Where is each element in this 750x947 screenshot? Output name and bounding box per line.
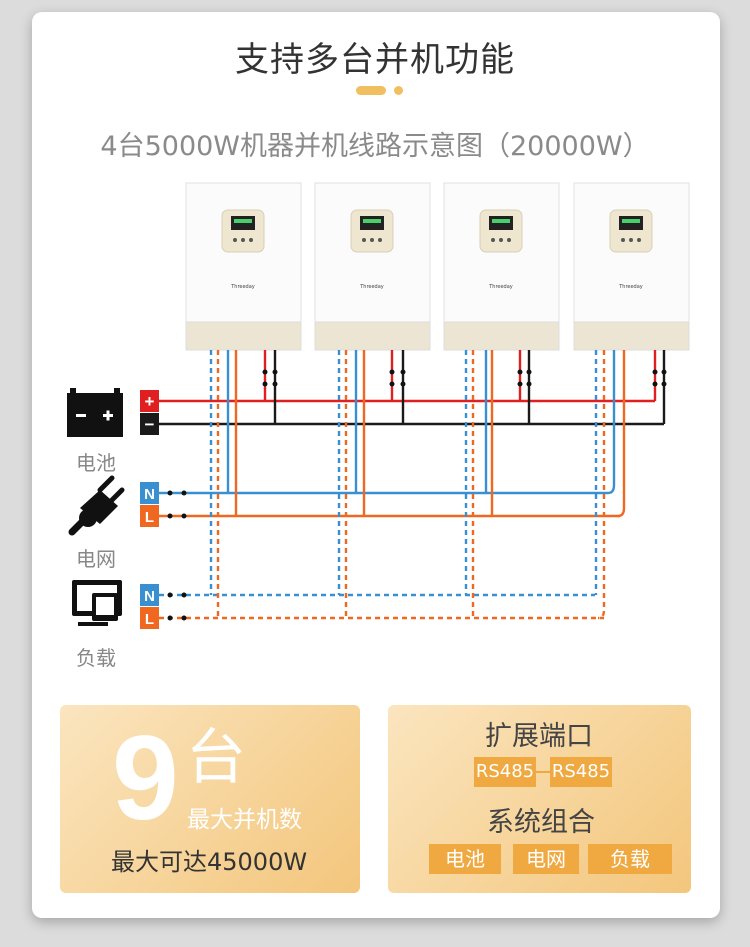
breaker-node (272, 381, 278, 387)
system-combo-title: 系统组合 (487, 807, 595, 838)
grid-live-drop (617, 350, 626, 518)
switch-node (167, 615, 173, 621)
rs485-port-a: RS485 (474, 757, 536, 787)
breaker-node (262, 369, 268, 375)
breaker-node (661, 369, 667, 375)
rs485-port-b: RS485 (550, 757, 612, 787)
display-readout (622, 219, 640, 223)
grid-l-terminal: L (140, 505, 159, 527)
battery-label: 电池 (76, 451, 116, 475)
combo-tag-battery: 电池 (429, 844, 501, 874)
breaker-node (652, 369, 658, 375)
inverter-base (443, 321, 560, 351)
breaker-node (389, 369, 395, 375)
load-live-drop (597, 350, 606, 620)
svg-text:+: + (145, 392, 155, 411)
switch-node (181, 490, 187, 496)
inverter-unit: Threeday (573, 182, 690, 351)
plug-icon (68, 475, 125, 536)
breaker-node (652, 381, 658, 387)
inverter-button (362, 238, 366, 242)
monitor-icon (72, 580, 122, 626)
diagram-subtitle: 4台5000W机器并机线路示意图（20000W） (100, 131, 650, 162)
inverter-button (378, 238, 382, 242)
max-units-unit: 台 (186, 723, 246, 793)
inverter-brand: Threeday (359, 284, 384, 290)
switch-node (167, 513, 173, 519)
inverter-base (314, 321, 431, 351)
inverter-button (249, 238, 253, 242)
wire-group (159, 350, 667, 621)
page-title: 支持多台并机功能 (235, 40, 515, 80)
display-readout (234, 219, 252, 223)
title-decoration-dash (356, 86, 386, 95)
inverter-brand: Threeday (230, 284, 255, 290)
breaker-node (526, 369, 532, 375)
battery-plus-terminal: + (140, 390, 159, 412)
inverter-button (621, 238, 625, 242)
breaker-node (517, 369, 523, 375)
breaker-node (262, 381, 268, 387)
switch-node (167, 490, 173, 496)
switch-node (181, 592, 187, 598)
display-readout (492, 219, 510, 223)
svg-text:L: L (145, 509, 154, 526)
svg-text:L: L (145, 611, 154, 628)
inverter-unit: Threeday (185, 182, 302, 351)
switch-node (181, 615, 187, 621)
grid-neutral-drop (607, 350, 616, 495)
expansion-port-title: 扩展端口 (485, 721, 593, 752)
breaker-node (526, 381, 532, 387)
breaker-node (389, 381, 395, 387)
load-label: 负载 (76, 646, 116, 670)
combo-tag-grid: 电网 (513, 844, 579, 874)
combo-tag-load: 负载 (588, 844, 672, 874)
inverter-unit: Threeday (314, 182, 431, 351)
grid-label: 电网 (76, 547, 116, 571)
breaker-node (272, 369, 278, 375)
load-l-terminal: L (140, 607, 159, 629)
max-units-number: 9 (112, 711, 179, 845)
inverter-button (499, 238, 503, 242)
inverter-button (637, 238, 641, 242)
switch-node (181, 513, 187, 519)
inverter-group: Threeday Threeday Threeday Threeday (185, 182, 690, 351)
grid-n-terminal: N (140, 482, 159, 504)
max-power-text: 最大可达45000W (111, 848, 308, 876)
battery-minus-terminal: − (140, 413, 159, 435)
svg-text:N: N (144, 486, 155, 503)
breaker-node (661, 381, 667, 387)
title-decoration-dot (394, 86, 403, 95)
inverter-base (185, 321, 302, 351)
inverter-brand: Threeday (618, 284, 643, 290)
breaker-node (517, 381, 523, 387)
parallel-count-panel (60, 705, 360, 893)
svg-text:N: N (144, 588, 155, 605)
inverter-button (491, 238, 495, 242)
inverter-button (629, 238, 633, 242)
breaker-node (400, 369, 406, 375)
load-n-terminal: N (140, 584, 159, 606)
switch-node (167, 592, 173, 598)
inverter-brand: Threeday (488, 284, 513, 290)
inverter-button (241, 238, 245, 242)
battery-icon (67, 388, 123, 437)
inverter-base (573, 321, 690, 351)
max-units-label: 最大并机数 (187, 807, 302, 833)
inverter-unit: Threeday (443, 182, 560, 351)
breaker-node (400, 381, 406, 387)
svg-text:−: − (145, 415, 155, 434)
inverter-button (370, 238, 374, 242)
inverter-button (233, 238, 237, 242)
port-link-line (536, 771, 550, 773)
inverter-button (507, 238, 511, 242)
display-readout (363, 219, 381, 223)
